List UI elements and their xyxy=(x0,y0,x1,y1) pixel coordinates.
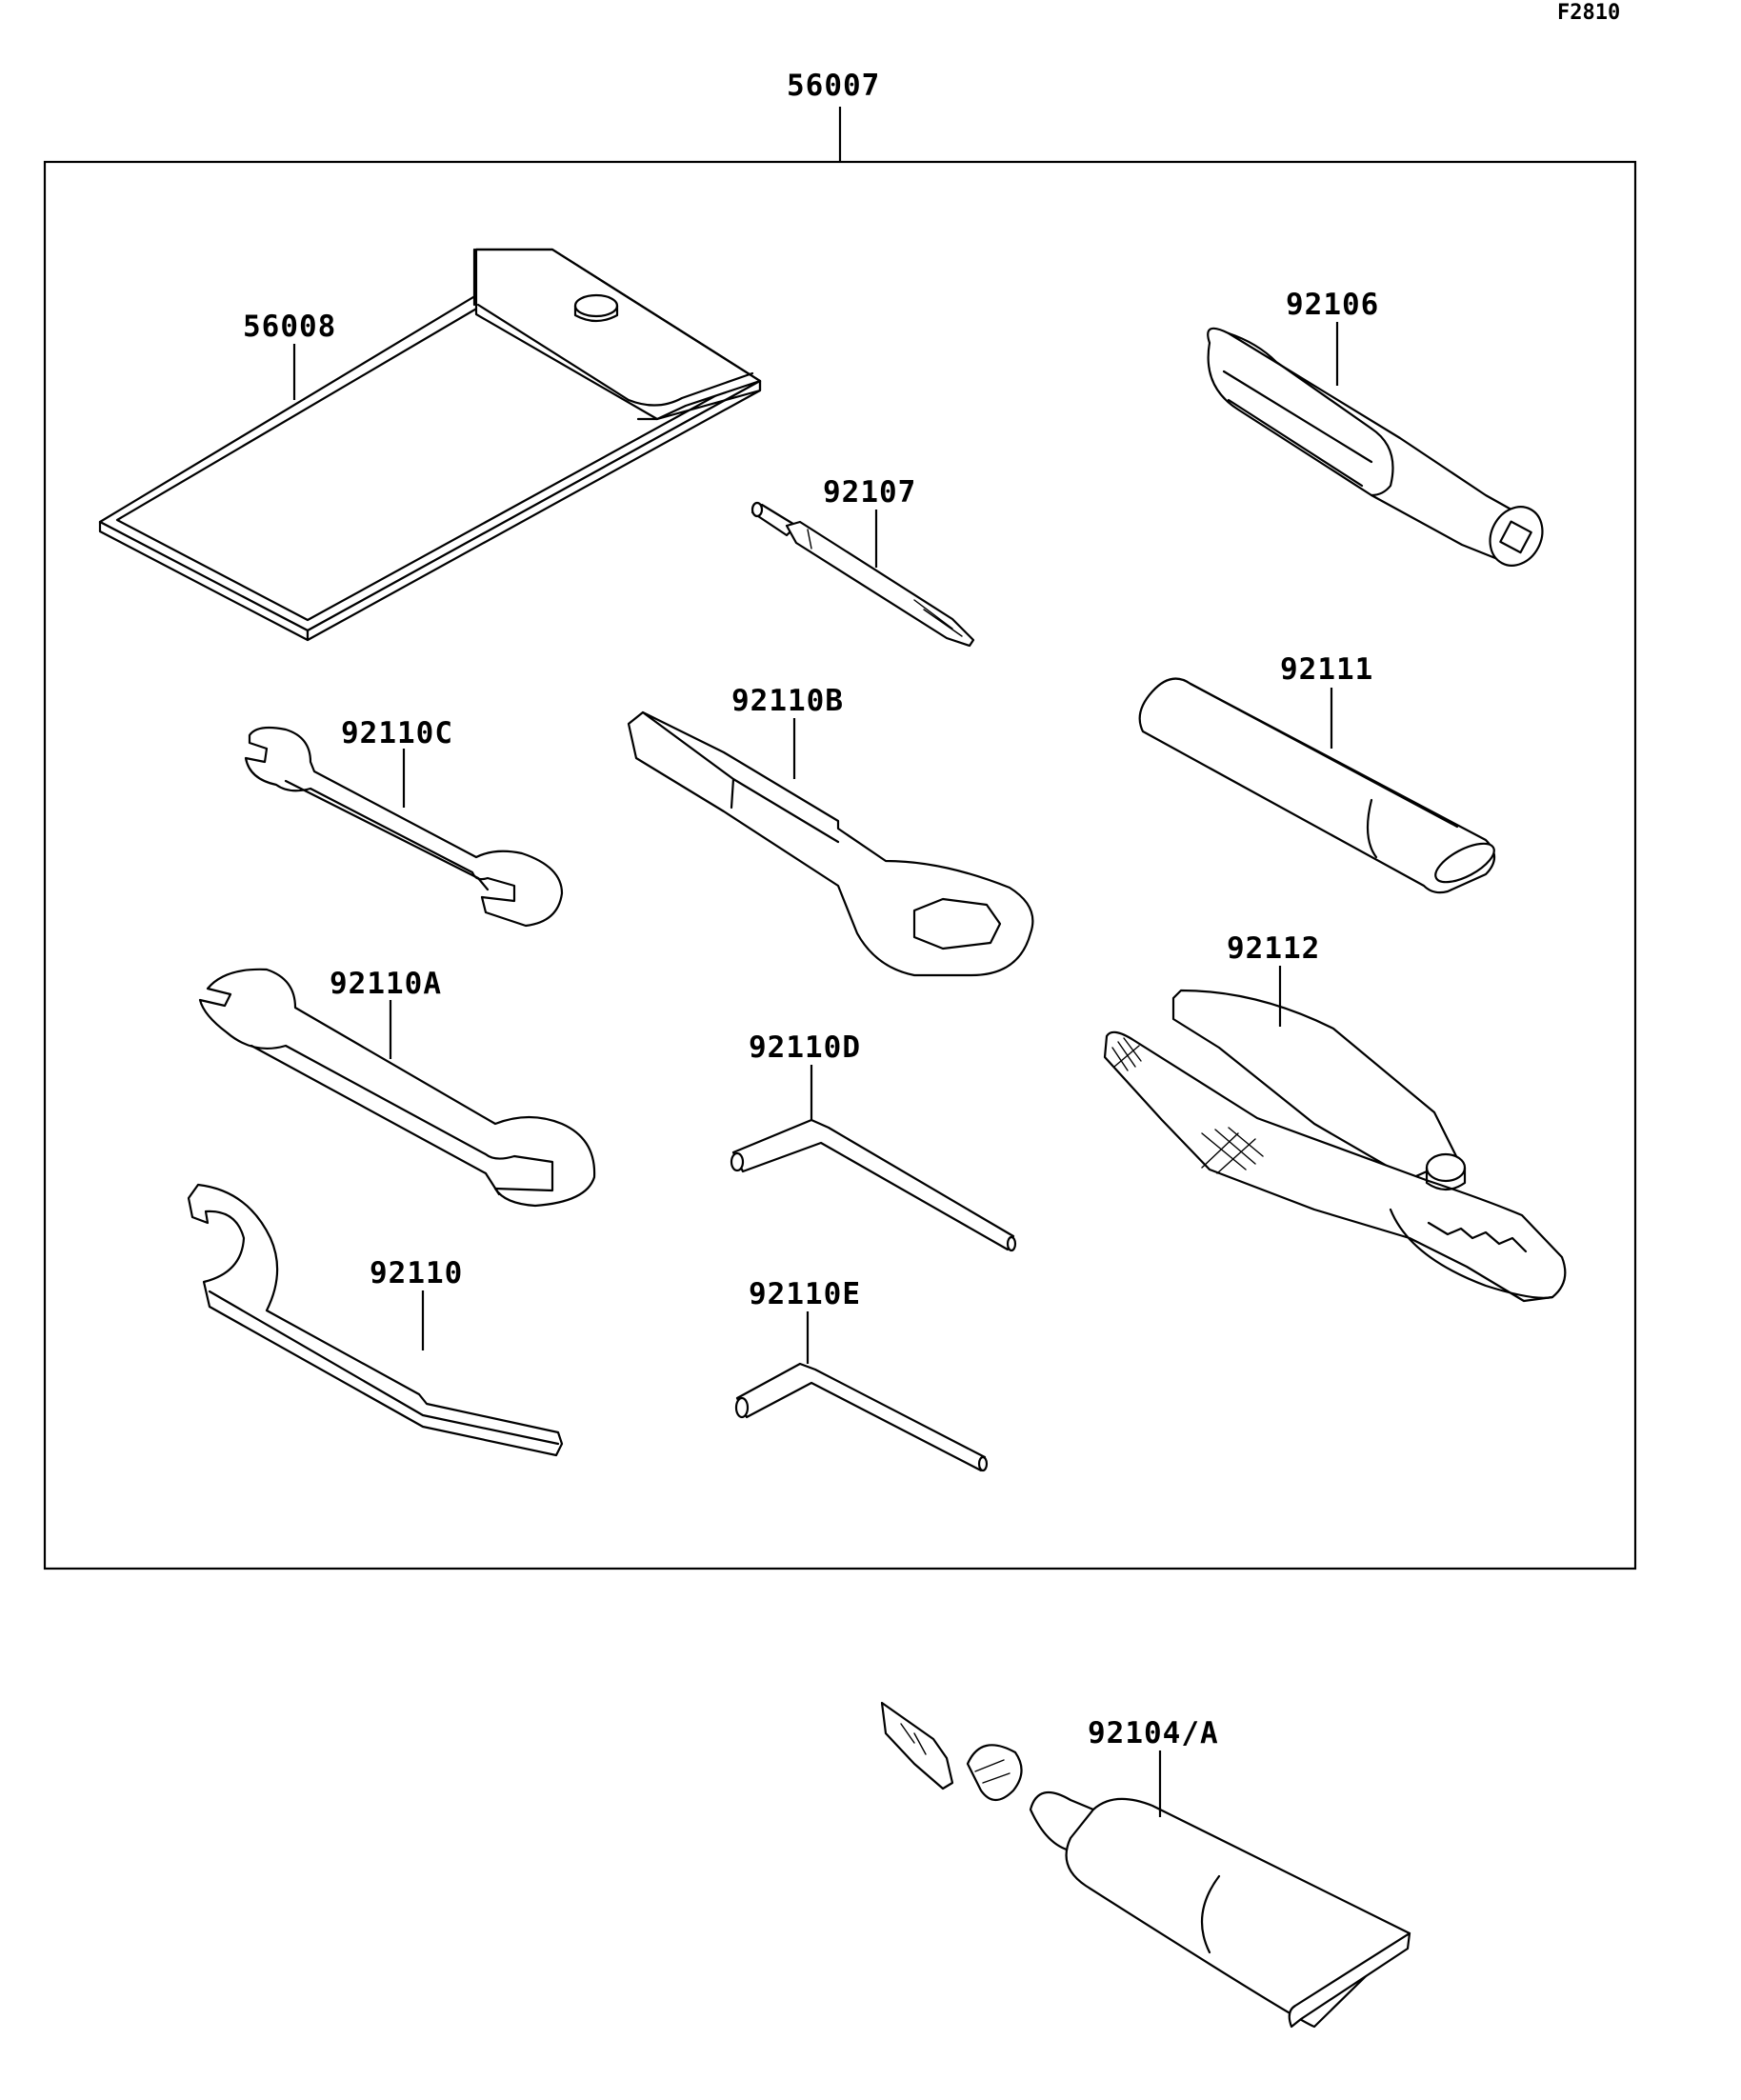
pin-driver-drawing xyxy=(750,501,975,648)
kit-part-number[interactable]: 56007 xyxy=(787,69,880,103)
hex-key-d-drawing xyxy=(730,1118,1017,1252)
wrench-a-drawing xyxy=(198,968,596,1208)
hex-key-e-label[interactable]: 92110E xyxy=(749,1277,861,1311)
repair-tube-drawing xyxy=(880,1701,1411,2029)
wrench-c-drawing xyxy=(244,726,564,928)
socket-handle-label[interactable]: 92106 xyxy=(1286,288,1379,322)
box-wrench-b-label[interactable]: 92110B xyxy=(731,684,844,718)
extension-bar-label[interactable]: 92111 xyxy=(1280,652,1373,687)
pliers-drawing xyxy=(1103,989,1567,1303)
pin-driver-label[interactable]: 92107 xyxy=(823,475,916,510)
spanner-drawing xyxy=(187,1183,564,1457)
repair-tube-label[interactable]: 92104/A xyxy=(1088,1716,1219,1750)
wrench-c-label[interactable]: 92110C xyxy=(341,716,453,750)
spanner-label[interactable]: 92110 xyxy=(370,1256,463,1290)
hex-key-e-drawing xyxy=(734,1362,989,1472)
pliers-label[interactable]: 92112 xyxy=(1227,931,1320,966)
box-wrench-b-drawing xyxy=(627,710,1034,977)
socket-handle-drawing xyxy=(1207,327,1544,567)
tool-bag-drawing xyxy=(98,248,762,642)
hex-key-d-label[interactable]: 92110D xyxy=(749,1030,861,1065)
wrench-a-label[interactable]: 92110A xyxy=(330,967,442,1001)
tool-bag-label[interactable]: 56008 xyxy=(243,310,336,344)
extension-bar-drawing xyxy=(1138,677,1496,894)
figure-code: F2810 xyxy=(1557,1,1620,25)
